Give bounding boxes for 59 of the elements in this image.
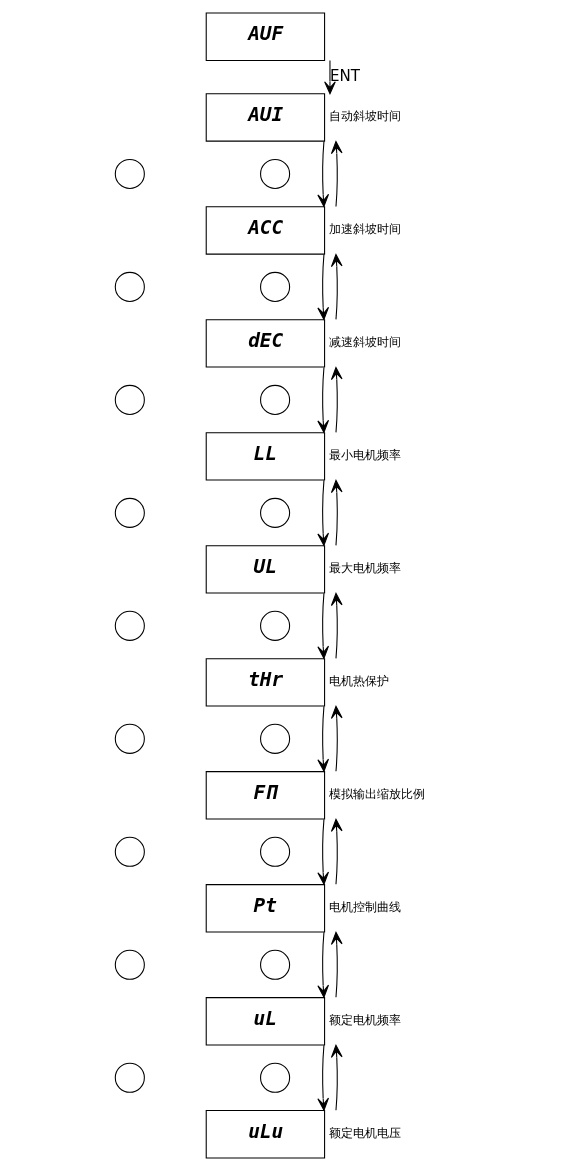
arrow [316, 140, 329, 207]
node-circle [259, 836, 290, 867]
node-label: 减速斜坡时间 [328, 335, 401, 350]
node-circle [114, 497, 145, 528]
arrow [330, 818, 343, 885]
node-box: Pt [205, 884, 325, 933]
node-circle [114, 836, 145, 867]
node-label: 额定电机频率 [328, 1013, 401, 1028]
node-box: uL [205, 997, 325, 1046]
arrow [316, 931, 329, 998]
node-circle [259, 723, 290, 754]
arrow [330, 592, 343, 659]
node-circle [259, 158, 290, 189]
node-label: 模拟输出缩放比例 [328, 787, 425, 802]
node-circle [114, 1062, 145, 1093]
node-circle [259, 949, 290, 980]
node-box: LL [205, 432, 325, 481]
node-label: 自动斜坡时间 [328, 109, 401, 124]
node-label: 加速斜坡时间 [328, 222, 401, 237]
node-box: AUI [205, 93, 325, 142]
arrow [330, 1044, 343, 1111]
arrow [323, 60, 336, 95]
arrow [316, 479, 329, 546]
node-box: FΠ [205, 771, 325, 820]
node-box: AUF [205, 12, 325, 61]
node-circle [259, 384, 290, 415]
node-circle [259, 1062, 290, 1093]
node-circle [114, 949, 145, 980]
arrow [330, 366, 343, 433]
node-label: 电机控制曲线 [328, 900, 401, 915]
arrow [330, 705, 343, 772]
arrow [316, 253, 329, 320]
node-circle [259, 497, 290, 528]
node-label: 额定电机电压 [328, 1126, 401, 1141]
node-circle [114, 723, 145, 754]
node-circle [114, 271, 145, 302]
node-box: ACC [205, 206, 325, 255]
node-circle [114, 384, 145, 415]
node-label: 最大电机频率 [328, 561, 401, 576]
arrow [316, 705, 329, 772]
node-label: 最小电机频率 [328, 448, 401, 463]
arrow [330, 479, 343, 546]
node-box: tHr [205, 658, 325, 707]
edge-label: ENT [329, 67, 360, 86]
node-box: dEC [205, 319, 325, 368]
node-label: 电机热保护 [328, 674, 389, 689]
arrow [316, 592, 329, 659]
arrow [330, 253, 343, 320]
node-box: UL [205, 545, 325, 594]
node-circle [114, 158, 145, 189]
arrow [330, 931, 343, 998]
arrow [316, 366, 329, 433]
arrow [316, 1044, 329, 1111]
node-circle [114, 610, 145, 641]
node-box: uLu [205, 1110, 325, 1159]
arrow [316, 818, 329, 885]
node-circle [259, 271, 290, 302]
arrow [330, 140, 343, 207]
node-circle [259, 610, 290, 641]
